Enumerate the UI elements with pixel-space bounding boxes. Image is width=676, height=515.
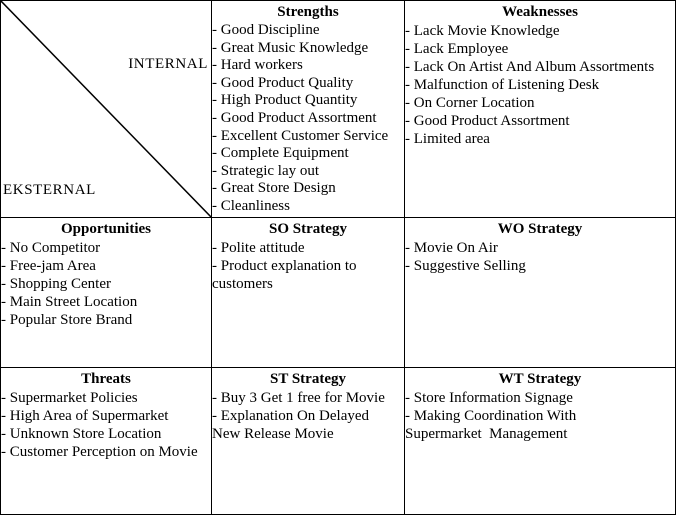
cell-threats: Threats - Supermarket Policies - High Are…: [1, 368, 212, 514]
wo-strategy-title: WO Strategy: [497, 221, 583, 237]
list-item: - Cleanliness: [212, 197, 290, 214]
list-item: - Strategic lay out: [212, 162, 320, 179]
list-item: - Lack Employee: [405, 41, 509, 57]
list-item: - Main Street Location: [1, 294, 138, 310]
list-item: - Malfunction of Listening Desk: [405, 77, 600, 93]
list-item: - Store Information Signage: [405, 390, 573, 406]
cell-strengths: Strengths - Good Discipline- Great Music…: [212, 1, 405, 218]
cell-so-strategy: SO Strategy - Polite attitude - Product e…: [212, 218, 405, 368]
list-item: - Popular Store Brand: [1, 312, 133, 328]
strengths-title: Strengths: [277, 4, 339, 20]
list-item: - Hard workers: [212, 57, 303, 74]
list-item: - Excellent Customer Service: [212, 127, 389, 144]
st-strategy-list: - Buy 3 Get 1 free for Movie - Explanatio…: [212, 389, 404, 443]
cell-st-strategy: ST Strategy - Buy 3 Get 1 free for Movie…: [212, 368, 405, 514]
wt-strategy-title: WT Strategy: [498, 371, 582, 387]
list-item: - Unknown Store Location: [1, 426, 162, 442]
list-item: - Good Product Assortment: [212, 109, 377, 126]
threats-title: Threats: [81, 371, 131, 387]
list-item: - Suggestive Selling: [405, 258, 526, 274]
list-item: - No Competitor: [1, 240, 101, 256]
weaknesses-list: - Lack Movie Knowledge - Lack Employee - L…: [405, 22, 675, 148]
so-strategy-list: - Polite attitude - Product explanation t…: [212, 239, 404, 293]
list-item: - Complete Equipment: [212, 145, 349, 162]
so-strategy-title: SO Strategy: [269, 221, 347, 237]
list-item: - Buy 3 Get 1 free for Movie: [212, 390, 385, 406]
cell-wo-strategy: WO Strategy - Movie On Air - Suggestive S…: [405, 218, 675, 368]
list-item: - Supermarket Policies: [1, 390, 138, 406]
list-item: - High Area of Supermarket: [1, 408, 169, 424]
wo-strategy-list: - Movie On Air - Suggestive Selling: [405, 239, 675, 275]
list-item: - Good Product Assortment: [405, 113, 570, 129]
list-item: - Great Store Design: [212, 180, 336, 197]
cell-weaknesses: Weaknesses - Lack Movie Knowledge- Lack …: [405, 1, 675, 218]
list-item: - High Product Quantity: [212, 92, 358, 109]
list-item: - Explanation On Delayed New Release Mov…: [212, 408, 370, 442]
list-item: - On Corner Location: [405, 95, 535, 111]
internal-axis-label: INTERNAL: [128, 56, 208, 72]
weaknesses-title: Weaknesses: [502, 4, 578, 20]
st-strategy-title: ST Strategy: [270, 371, 346, 387]
list-item: - Lack Movie Knowledge: [405, 23, 560, 39]
list-item: - Good Discipline: [212, 22, 320, 38]
list-item: - Great Music Knowledge: [212, 39, 369, 56]
cell-opportunities: Opportunities - No Competitor - Free-jam …: [1, 218, 212, 368]
list-item: - Good Product Quality: [212, 74, 354, 91]
external-axis-label: EKSTERNAL: [3, 182, 96, 198]
list-item: - Movie On Air: [405, 240, 498, 256]
cell-axis-header: INTERNAL EKSTERNAL: [1, 1, 212, 218]
opportunities-list: - No Competitor - Free-jam Area - Shopping…: [1, 239, 211, 329]
list-item: - Making Coordination With Supermarket M…: [405, 408, 577, 442]
list-item: - Shopping Center: [1, 276, 111, 292]
list-item: - Polite attitude: [212, 240, 305, 256]
list-item: - Lack On Artist And Album Assortments: [405, 59, 655, 75]
strengths-list: - Good Discipline- Great Music Knowledge…: [212, 22, 404, 216]
list-item: - Limited area: [405, 131, 490, 147]
cell-wt-strategy: WT Strategy - Store Information Signage-…: [405, 368, 675, 514]
list-item: - Product explanation to customers: [212, 258, 357, 292]
diagonal-divider-line: [1, 1, 211, 217]
threats-list: - Supermarket Policies - High Area of Sup…: [1, 389, 211, 461]
list-item: - Customer Perception on Movie: [1, 444, 198, 460]
wt-strategy-list: - Store Information Signage - Making Coor…: [405, 389, 675, 443]
opportunities-title: Opportunities: [60, 221, 151, 237]
list-item: - Free-jam Area: [1, 258, 96, 274]
